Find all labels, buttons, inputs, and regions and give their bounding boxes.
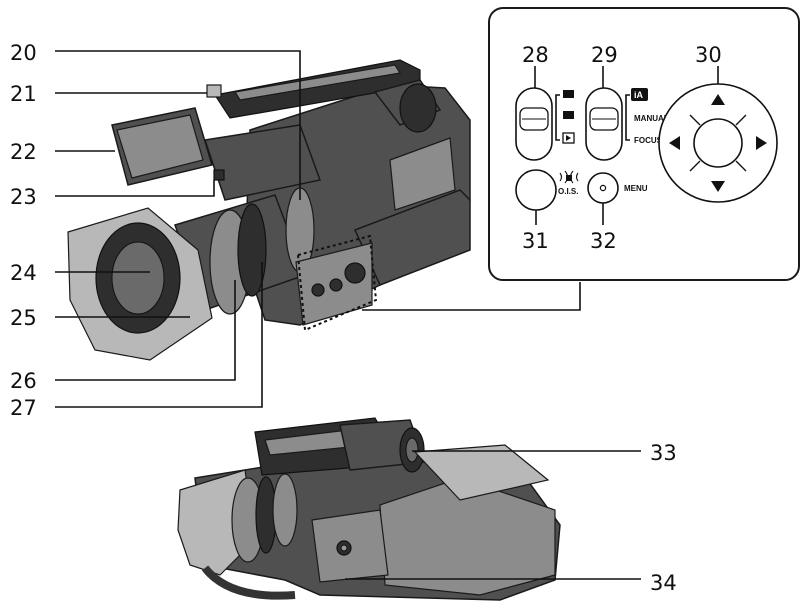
playback-icon: [562, 132, 575, 144]
callout-27: 27: [10, 396, 37, 420]
callout-34: 34: [650, 571, 677, 595]
ois-label: O.I.S.: [558, 187, 578, 196]
callout-labels-top: 20 21 22 23 24 25 26 27: [10, 41, 37, 420]
callout-21: 21: [10, 82, 37, 106]
movie-icon: [563, 90, 574, 98]
callout-29: 29: [591, 43, 618, 67]
callout-25: 25: [10, 306, 37, 330]
callout-20: 20: [10, 41, 37, 65]
arrow-left-icon[interactable]: [669, 136, 680, 150]
arrow-down-icon[interactable]: [711, 181, 725, 192]
camcorder-front-view: [67, 59, 471, 361]
callout-33: 33: [650, 441, 677, 465]
manual-label: MANUAL: [634, 114, 669, 123]
leader-lines-top: [55, 50, 581, 408]
camera-icon: [563, 111, 574, 119]
camcorder-bottom-view: [177, 417, 561, 601]
panel-frame: [488, 7, 800, 281]
callout-30: 30: [695, 43, 722, 67]
menu-label: MENU: [624, 184, 648, 193]
menu-button[interactable]: [587, 172, 619, 204]
cursor-pad[interactable]: [658, 83, 778, 203]
mode-switch[interactable]: [515, 87, 553, 161]
ia-label: iA: [634, 90, 644, 100]
arrow-right-icon[interactable]: [756, 136, 767, 150]
leader-lines-bottom: [345, 450, 641, 580]
callout-22: 22: [10, 140, 37, 164]
callout-32: 32: [590, 229, 617, 253]
callout-28: 28: [522, 43, 549, 67]
control-panel-inset: 28 29 30 iA MANUAL FOCUS: [488, 7, 800, 281]
callout-26: 26: [10, 369, 37, 393]
callout-23: 23: [10, 185, 37, 209]
callout-24: 24: [10, 261, 37, 285]
focus-label: FOCUS: [634, 136, 663, 145]
ia-badge: [631, 88, 648, 101]
ia-manual-focus-switch[interactable]: [585, 87, 623, 161]
callout-31: 31: [522, 229, 549, 253]
ois-button[interactable]: [515, 169, 557, 211]
arrow-up-icon[interactable]: [711, 94, 725, 105]
